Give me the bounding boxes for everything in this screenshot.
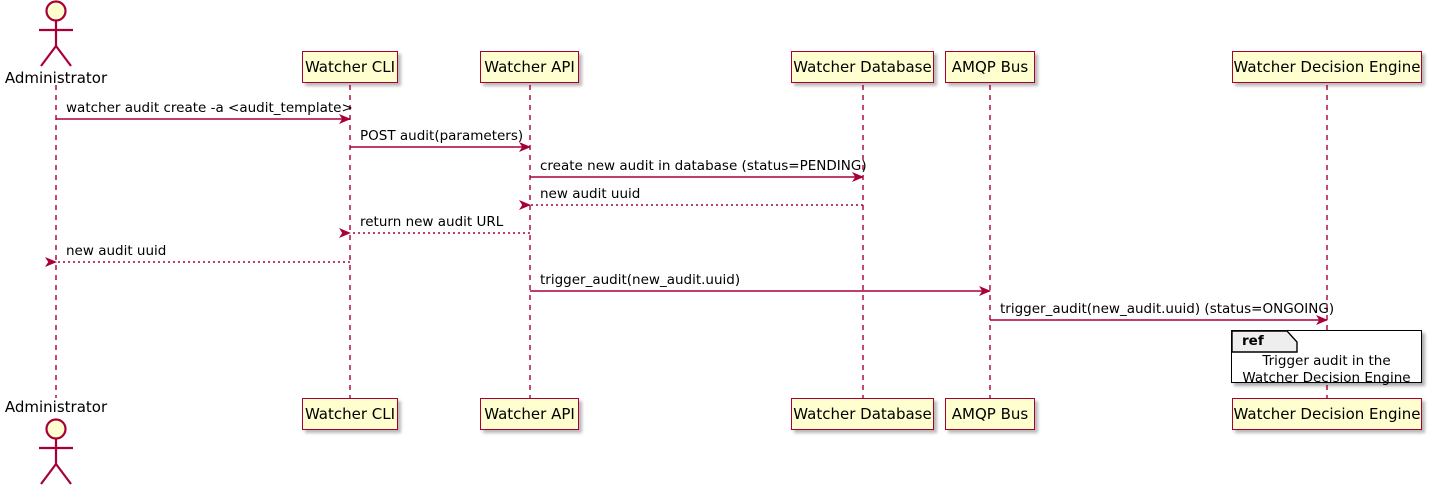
actor-figure-administrator-top: [39, 0, 73, 67]
participant-watcher-cli-bottom[interactable]: Watcher CLI: [302, 398, 398, 430]
lifelines-group: [55, 85, 1328, 398]
participant-watcher-decision-engine-top[interactable]: Watcher Decision Engine: [1232, 51, 1422, 83]
actor-left-leg: [40, 45, 57, 67]
actor-head: [45, 418, 67, 440]
participant-watcher-database-bottom[interactable]: Watcher Database: [791, 398, 934, 430]
participant-label: Watcher CLI: [304, 404, 396, 423]
participant-watcher-decision-engine-bottom[interactable]: Watcher Decision Engine: [1232, 398, 1422, 430]
participant-label: Watcher Database: [793, 57, 932, 76]
ref-body-line-1: Trigger audit in the: [1262, 353, 1391, 369]
participant-label: AMQP Bus: [951, 57, 1029, 76]
participant-label: Watcher Database: [793, 404, 932, 423]
participant-label: Watcher Decision Engine: [1233, 57, 1421, 76]
message-label-4: new audit uuid: [540, 186, 641, 202]
participant-label: Watcher API: [484, 404, 575, 423]
message-label-2: POST audit(parameters): [360, 128, 524, 144]
ref-body-line-2: Watcher Decision Engine: [1242, 369, 1411, 386]
actor-label-administrator-top: Administrator: [4, 69, 108, 87]
participant-watcher-api-top[interactable]: Watcher API: [480, 51, 579, 83]
message-label-5: return new audit URL: [360, 214, 504, 230]
actor-right-leg: [55, 463, 72, 485]
messages-group: [45, 114, 1328, 325]
participant-label: Watcher Decision Engine: [1233, 404, 1421, 423]
actor-left-leg: [40, 463, 57, 485]
participant-label: Watcher CLI: [304, 57, 396, 76]
participant-amqp-bus-bottom[interactable]: AMQP Bus: [945, 398, 1035, 430]
participant-watcher-cli-top[interactable]: Watcher CLI: [302, 51, 398, 83]
actor-head: [45, 0, 67, 22]
participant-watcher-api-bottom[interactable]: Watcher API: [480, 398, 579, 430]
actor-label-administrator-bottom: Administrator: [4, 398, 108, 416]
participant-label: AMQP Bus: [951, 404, 1029, 423]
message-label-1: watcher audit create -a <audit_template>: [66, 100, 353, 116]
message-label-8: trigger_audit(new_audit.uuid) (status=ON…: [1000, 301, 1335, 317]
message-label-6: new audit uuid: [66, 243, 167, 259]
actor-figures-group: [39, 0, 73, 485]
actor-figure-administrator-bottom: [39, 418, 73, 485]
ref-header-shape: [1232, 331, 1298, 353]
participant-label: Watcher API: [484, 57, 575, 76]
ref-keyword: ref: [1242, 333, 1264, 349]
message-label-7: trigger_audit(new_audit.uuid): [540, 272, 741, 288]
message-label-3: create new audit in database (status=PEN…: [540, 158, 867, 174]
participant-amqp-bus-top[interactable]: AMQP Bus: [945, 51, 1035, 83]
participant-watcher-database-top[interactable]: Watcher Database: [791, 51, 934, 83]
actor-right-leg: [55, 45, 72, 67]
